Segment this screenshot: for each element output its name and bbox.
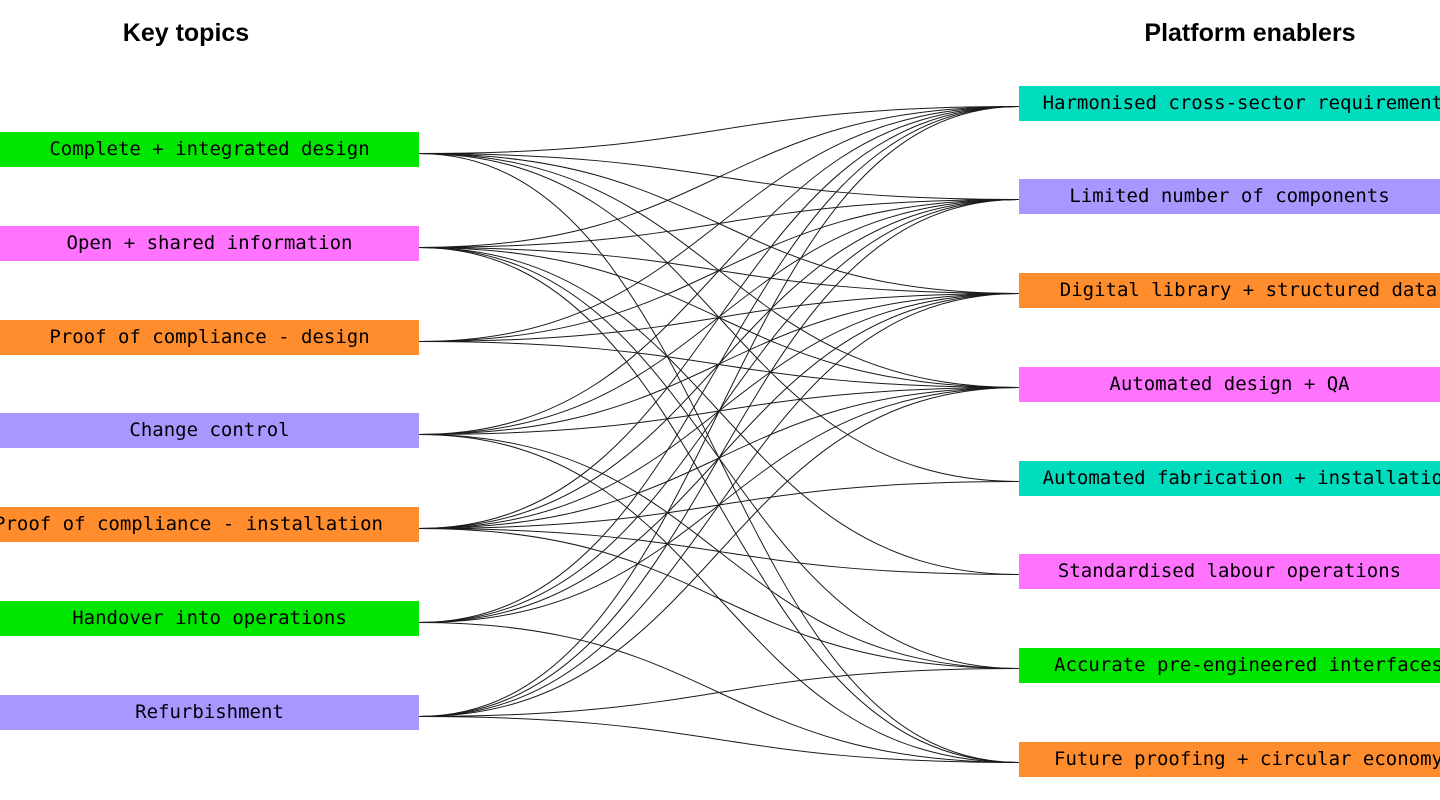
topic-label: Complete + integrated design [49, 138, 370, 160]
link-refurbishment-to-digital-library-structured-data [418, 293, 1020, 717]
enabler-box-accurate-pre-engineered-interfaces: Accurate pre-engineered interfaces [1019, 648, 1440, 683]
enabler-label: Harmonised cross-sector requirements [1042, 92, 1440, 114]
enabler-box-future-proofing-circular-economy: Future proofing + circular economy [1019, 742, 1440, 777]
link-refurbishment-to-automated-design-qa [418, 387, 1020, 717]
topic-box-complete-integrated-design: Complete + integrated design [0, 132, 419, 167]
link-handover-into-operations-to-harmonised-cross-sector-requirements [418, 106, 1020, 623]
link-refurbishment-to-future-proofing-circular-economy [418, 716, 1020, 763]
enabler-label: Automated design + QA [1109, 373, 1350, 395]
enabler-box-limited-number-of-components: Limited number of components [1019, 179, 1440, 214]
link-open-shared-information-to-harmonised-cross-sector-requirements [418, 106, 1020, 248]
topic-box-change-control: Change control [0, 413, 419, 448]
topic-box-handover-into-operations: Handover into operations [0, 601, 419, 636]
link-complete-integrated-design-to-harmonised-cross-sector-requirements [418, 106, 1020, 154]
enabler-label: Standardised labour operations [1057, 560, 1402, 582]
platform-enablers-heading: Platform enablers [1144, 19, 1356, 47]
link-change-control-to-harmonised-cross-sector-requirements [418, 106, 1020, 435]
enabler-box-digital-library-structured-data: Digital library + structured data [1019, 273, 1440, 308]
link-refurbishment-to-harmonised-cross-sector-requirements [418, 106, 1020, 717]
topic-box-proof-of-compliance-design: Proof of compliance - design [0, 320, 419, 355]
enabler-box-automated-design-qa: Automated design + QA [1019, 367, 1440, 402]
topic-label: Proof of compliance - installation [0, 513, 383, 535]
link-proof-of-compliance-installation-to-harmonised-cross-sector-requirements [418, 106, 1020, 529]
link-proof-of-compliance-design-to-harmonised-cross-sector-requirements [418, 106, 1020, 342]
enabler-box-automated-fabrication-installation: Automated fabrication + installation [1019, 461, 1440, 496]
topic-label: Proof of compliance - design [49, 326, 370, 348]
topic-label: Refurbishment [135, 701, 284, 723]
link-proof-of-compliance-installation-to-accurate-pre-engineered-interfaces [418, 528, 1020, 669]
enabler-box-standardised-labour-operations: Standardised labour operations [1019, 554, 1440, 589]
topic-box-refurbishment: Refurbishment [0, 695, 419, 730]
enabler-label: Digital library + structured data [1059, 279, 1438, 301]
enabler-label: Limited number of components [1069, 185, 1390, 207]
link-refurbishment-to-limited-number-of-components [418, 199, 1020, 717]
enabler-label: Automated fabrication + installation [1042, 467, 1440, 489]
enabler-label: Accurate pre-engineered interfaces [1054, 654, 1440, 676]
link-refurbishment-to-accurate-pre-engineered-interfaces [418, 668, 1020, 717]
key-topics-heading: Key topics [122, 19, 250, 47]
topic-label: Handover into operations [72, 607, 347, 629]
topic-box-open-shared-information: Open + shared information [0, 226, 419, 261]
enabler-box-harmonised-cross-sector-requirements: Harmonised cross-sector requirements [1019, 86, 1440, 121]
topic-label: Open + shared information [66, 232, 353, 254]
topic-box-proof-of-compliance-installation: Proof of compliance - installation [0, 507, 419, 542]
topic-label: Change control [129, 419, 290, 441]
enabler-label: Future proofing + circular economy [1054, 748, 1440, 770]
